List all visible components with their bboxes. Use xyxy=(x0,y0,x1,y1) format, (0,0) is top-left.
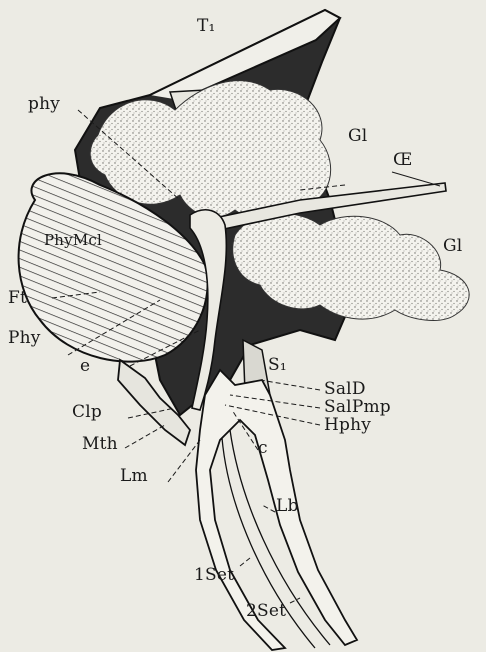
label-Clp: Clp xyxy=(72,404,102,421)
label-OE: Œ xyxy=(393,152,413,169)
label-Phy: Phy xyxy=(8,330,41,347)
label-Lm: Lm xyxy=(120,468,148,485)
label-Hphy: Hphy xyxy=(324,417,371,434)
label-Lb: Lb xyxy=(276,498,299,515)
label-PhyMcl: PhyMcl xyxy=(44,233,102,248)
label-Gl-right: Gl xyxy=(443,238,462,255)
label-c: c xyxy=(258,440,268,457)
label-SalD: SalD xyxy=(324,381,366,398)
label-2Set: 2Set xyxy=(246,603,286,620)
label-Gl-upper: Gl xyxy=(348,128,367,145)
label-1Set: 1Set xyxy=(194,567,234,584)
label-phy-upper: phy xyxy=(28,96,60,113)
label-Mth: Mth xyxy=(82,436,118,453)
label-Ft: Ft xyxy=(8,290,27,307)
label-e: e xyxy=(80,358,90,375)
label-T1: T₁ xyxy=(197,18,216,35)
label-SalPmp: SalPmp xyxy=(324,399,391,416)
label-S1: S₁ xyxy=(268,357,287,374)
